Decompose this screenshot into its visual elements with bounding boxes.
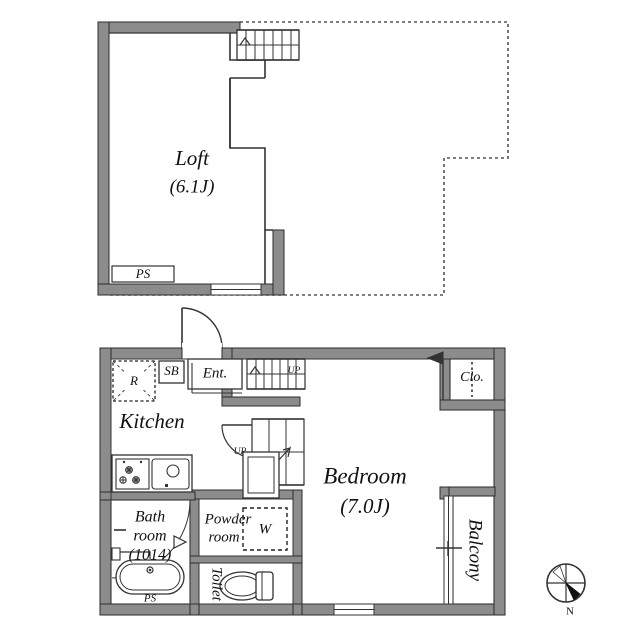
loft-room-name: Loft xyxy=(174,146,210,170)
closet-label: Clo. xyxy=(460,370,484,385)
closet-area: Clo. xyxy=(426,351,495,401)
shoe-box: SB xyxy=(158,360,185,384)
powder-room-name-line2: room xyxy=(208,529,239,545)
stair-lower-up-label: UP xyxy=(234,447,247,457)
loft-walls xyxy=(97,21,285,296)
toilet-fixture xyxy=(219,571,274,601)
shoe-box-label: SB xyxy=(164,363,179,378)
powder-room-name-line1: Powder xyxy=(204,511,252,527)
gas-stove xyxy=(115,458,150,490)
stair-upper: UP xyxy=(246,358,306,390)
bedroom-area: Bedroom (7.0J) xyxy=(323,463,407,616)
bathroom-area: PS Bath room (1014) xyxy=(110,499,191,605)
kitchen-room-name: Kitchen xyxy=(118,409,184,433)
washer-space: W xyxy=(242,507,288,551)
main-floor-group: R SB Ent. UP xyxy=(99,347,506,616)
powder-room-area: W Powder room xyxy=(198,451,294,557)
bedroom-room-area: (7.0J) xyxy=(340,494,390,518)
bathroom-area-label: (1014) xyxy=(129,547,172,564)
kitchen-area: Kitchen xyxy=(111,409,193,493)
bathroom-name-line1: Bath xyxy=(135,509,165,526)
bathroom-ps-label: PS xyxy=(143,593,157,605)
compass-rose: N xyxy=(546,563,586,618)
stair-upper-up-label: UP xyxy=(288,366,301,376)
bedroom-room-name: Bedroom xyxy=(323,463,406,488)
entrance-area: Ent. xyxy=(187,358,243,394)
refrigerator-space: R xyxy=(112,360,156,402)
loft-staircase xyxy=(236,29,300,61)
bedroom-window xyxy=(333,603,375,616)
bathtub xyxy=(115,559,185,595)
loft-ps-label: PS xyxy=(135,266,151,281)
toilet-area: Toilet xyxy=(198,562,294,605)
refrigerator-label: R xyxy=(129,373,138,388)
balcony-room-name: Balcony xyxy=(465,519,486,582)
loft-room-area: (6.1J) xyxy=(170,176,215,197)
loft-void-edge xyxy=(229,78,273,231)
bathroom-name-line2: room xyxy=(133,528,166,545)
entrance-door-swing xyxy=(181,307,223,349)
balcony-area: Balcony xyxy=(436,495,495,605)
balcony-sliding-door xyxy=(436,495,462,605)
compass-north-label: N xyxy=(566,606,574,618)
loft-floor-group: PS Loft (6.1J) xyxy=(97,21,509,296)
kitchen-sink xyxy=(151,458,190,490)
loft-ps-box: PS xyxy=(111,265,175,283)
washer-label: W xyxy=(259,521,273,537)
toilet-room-name: Toilet xyxy=(209,567,225,601)
lower-floor-footprint-outline xyxy=(110,21,509,296)
entrance-label: Ent. xyxy=(202,365,228,381)
loft-window xyxy=(210,283,262,296)
